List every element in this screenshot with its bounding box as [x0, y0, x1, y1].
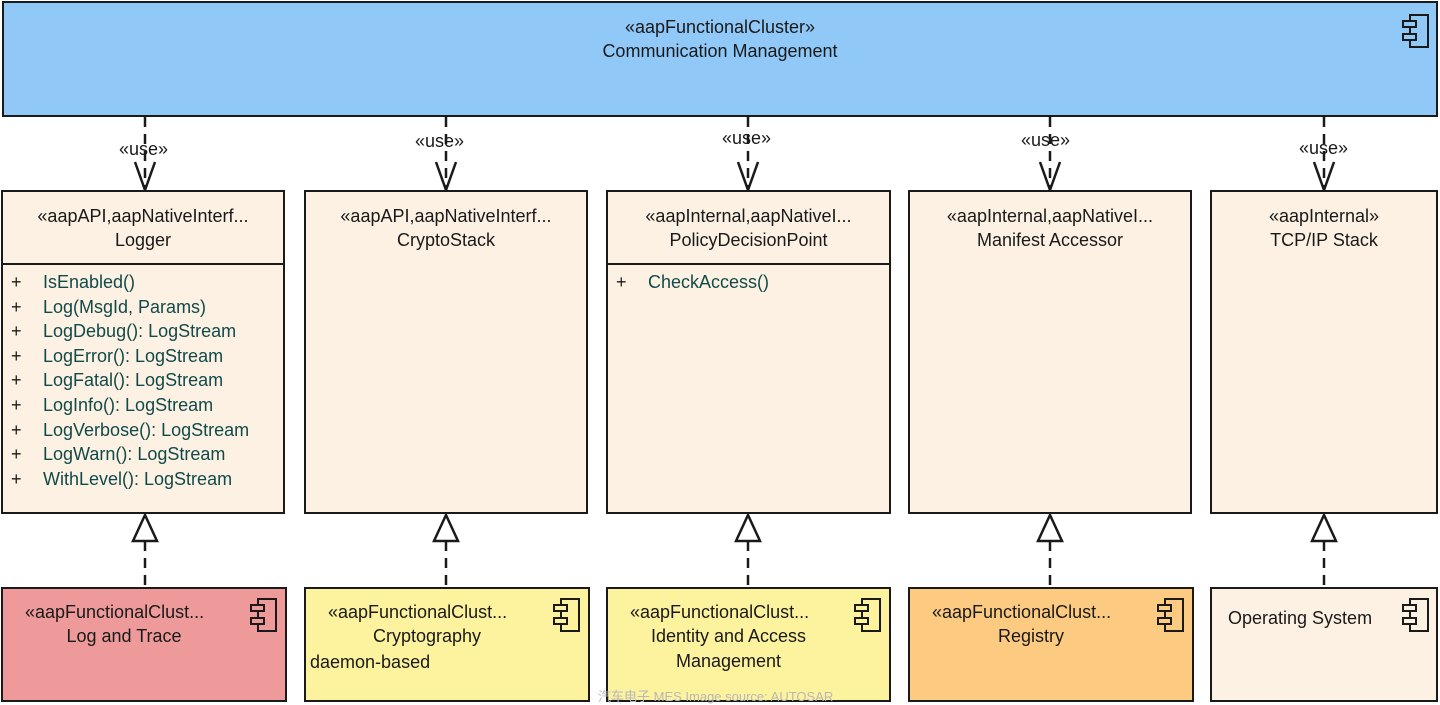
component-icon: [250, 598, 277, 632]
realization-4: [1036, 512, 1064, 588]
interface-tcp-ip-stack: «aapInternal» TCP/IP Stack: [1210, 190, 1438, 514]
use-dependency-2: [434, 117, 458, 194]
interface-stereotype: «aapInternal,aapNativeI...: [946, 206, 1154, 226]
operation: +CheckAccess(): [616, 272, 770, 292]
provider-stereotype: «aapFunctionalClust...: [25, 602, 205, 622]
interface-name: PolicyDecisionPoint: [669, 230, 828, 250]
component-icon: [553, 598, 580, 632]
provider-stereotype: «aapFunctionalClust...: [328, 602, 508, 622]
cluster-log-and-trace: «aapFunctionalClust... Log and Trace: [1, 587, 287, 702]
component-icon: [1402, 14, 1429, 48]
provider-stereotype: «aapFunctionalClust...: [630, 602, 810, 622]
provider-name: Identity and Access: [650, 626, 807, 646]
interface-stereotype: «aapAPI,aapNativeInterf...: [340, 206, 552, 226]
provider-name: Log and Trace: [66, 626, 182, 646]
provider-name: Registry: [997, 626, 1064, 646]
operation-list: +IsEnabled() +Log(MsgId, Params) +LogDeb…: [11, 270, 279, 491]
top-stereotype: «aapFunctionalCluster»: [624, 17, 816, 37]
interface-name: Manifest Accessor: [976, 230, 1124, 250]
component-icon: [1157, 598, 1184, 632]
provider-name: Cryptography: [372, 626, 482, 646]
interface-logger: «aapAPI,aapNativeInterf... Logger +IsEna…: [1, 190, 285, 514]
interface-stereotype: «aapInternal»: [1268, 206, 1380, 226]
provider-stereotype: «aapFunctionalClust...: [932, 602, 1112, 622]
cluster-registry: «aapFunctionalClust... Registry: [908, 587, 1194, 702]
provider-extra: daemon-based: [310, 652, 431, 672]
interface-name: CryptoStack: [396, 230, 496, 250]
operation: +IsEnabled(): [11, 272, 136, 292]
component-icon: [1402, 598, 1429, 632]
realization-3: [734, 512, 762, 588]
use-label-4: «use»: [1021, 130, 1071, 150]
cluster-identity-and-access-management: «aapFunctionalClust... Identity and Acce…: [606, 587, 891, 702]
interface-policy-decision-point: «aapInternal,aapNativeI... PolicyDecisio…: [606, 190, 891, 514]
interface-stereotype: «aapAPI,aapNativeInterf...: [37, 206, 249, 226]
operation: +LogWarn(): LogStream: [11, 444, 226, 465]
interface-stereotype: «aapInternal,aapNativeI...: [645, 206, 852, 226]
watermark: 汽车电子 MES Image source: AUTOSAR: [598, 689, 834, 704]
component-icon: [854, 598, 881, 632]
operation: +LogError(): LogStream: [11, 345, 224, 366]
operation: +LogFatal(): LogStream: [11, 370, 224, 391]
provider-name: Operating System: [1228, 608, 1373, 628]
interface-name: Logger: [114, 230, 172, 250]
operation: +LogInfo(): LogStream: [11, 394, 214, 415]
use-label-2: «use»: [415, 131, 465, 151]
component-operating-system: Operating System: [1210, 587, 1438, 702]
operation: +LogVerbose(): LogStream: [11, 419, 250, 440]
communication-management-cluster: «aapFunctionalCluster» Communication Man…: [2, 1, 1438, 117]
use-label-1: «use»: [119, 139, 169, 159]
operation: +WithLevel(): LogStream: [11, 468, 233, 489]
realization-1: [131, 512, 159, 588]
interface-manifest-accessor: «aapInternal,aapNativeI... Manifest Acce…: [908, 190, 1192, 514]
use-label-5: «use»: [1299, 138, 1349, 158]
operation-list: +CheckAccess(): [616, 270, 885, 295]
use-label-3: «use»: [722, 128, 772, 148]
interface-separator: [3, 263, 283, 265]
operation: +Log(MsgId, Params): [11, 296, 207, 317]
interface-separator: [608, 263, 889, 265]
provider-name-line2: Management: [675, 651, 782, 671]
realization-2: [432, 512, 460, 588]
operation: +LogDebug(): LogStream: [11, 321, 237, 342]
interface-name: TCP/IP Stack: [1270, 230, 1378, 250]
realization-5: [1310, 512, 1338, 588]
interface-cryptostack: «aapAPI,aapNativeInterf... CryptoStack: [304, 190, 588, 514]
top-name: Communication Management: [602, 41, 838, 61]
cluster-cryptography: «aapFunctionalClust... Cryptography daem…: [304, 587, 590, 702]
